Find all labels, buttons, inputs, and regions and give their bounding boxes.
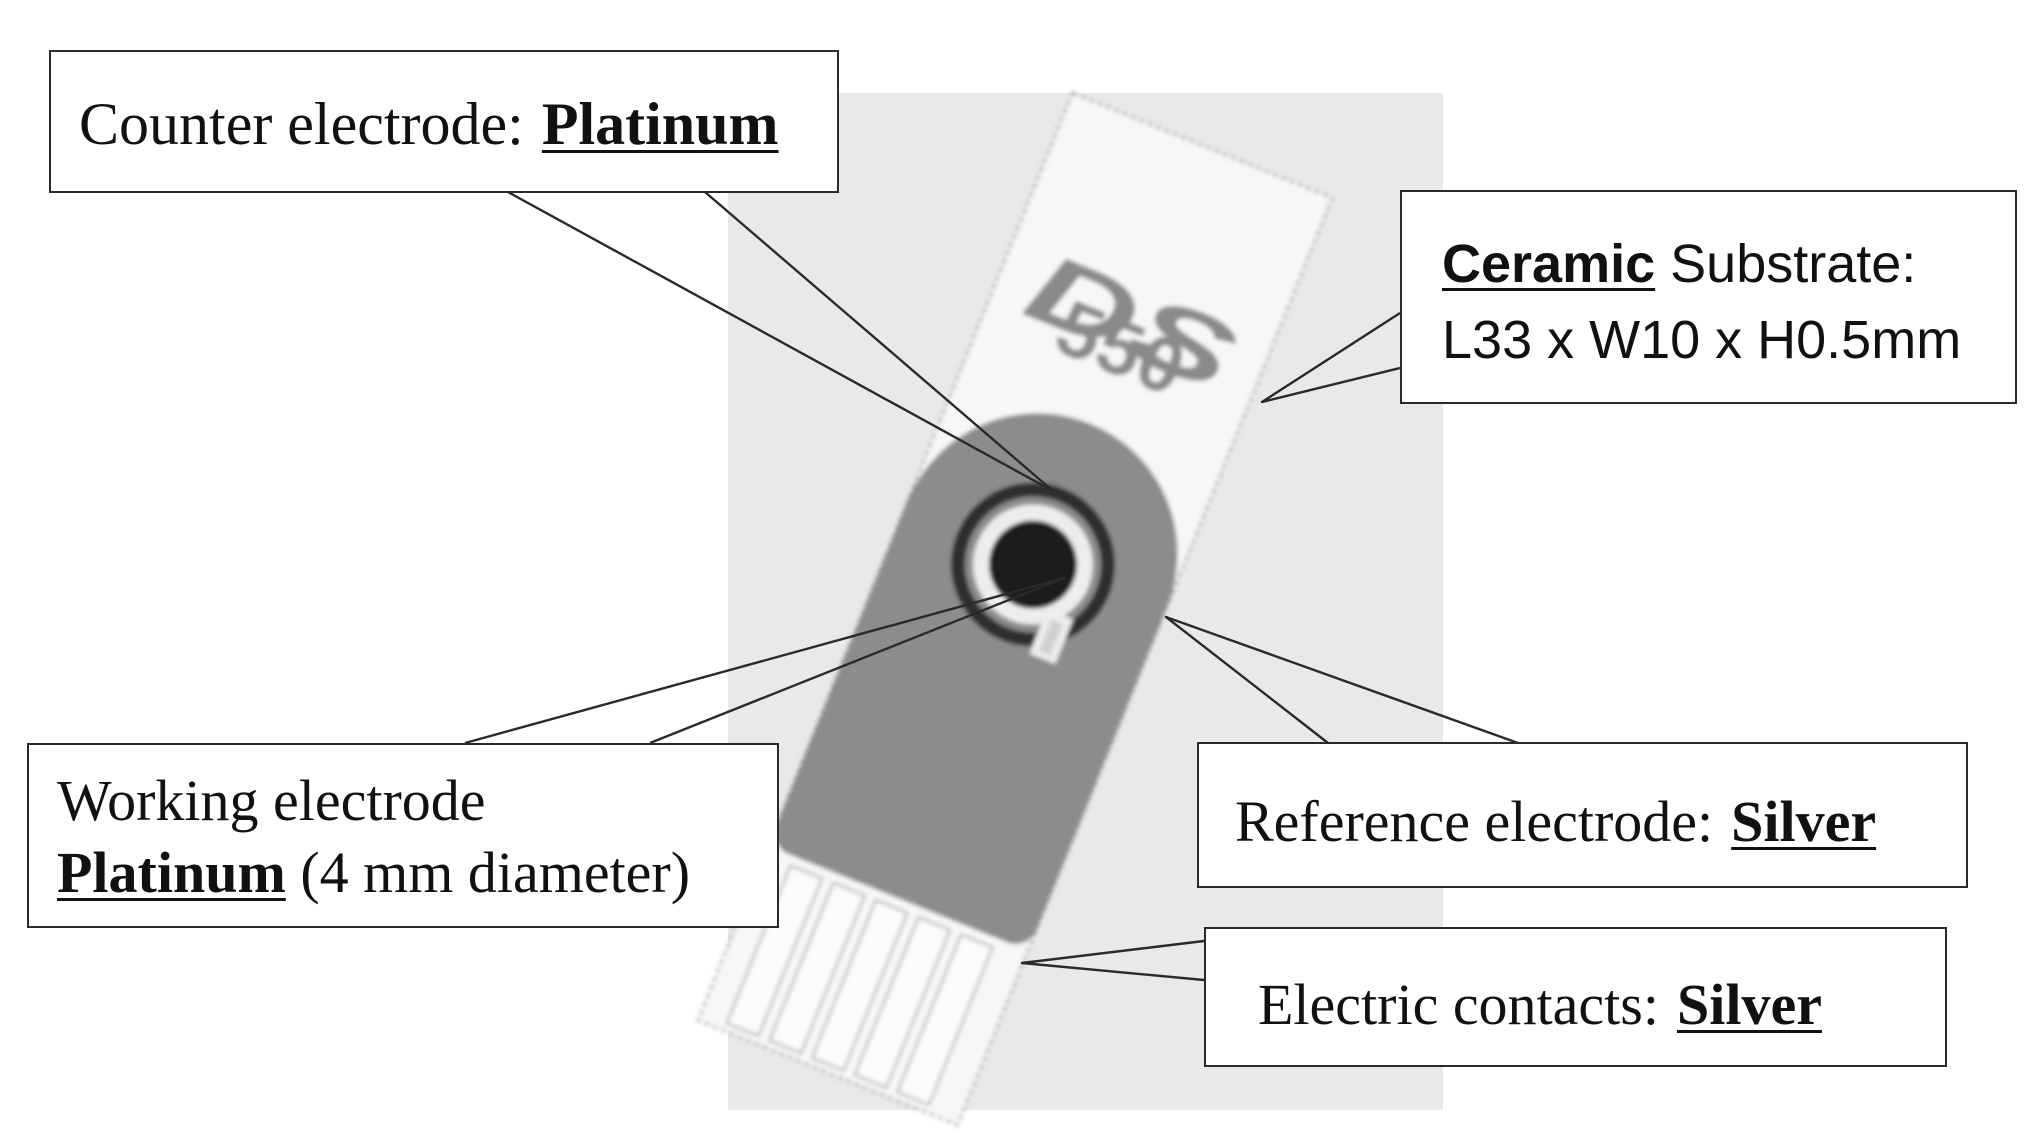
electric-contacts-material: Silver xyxy=(1676,972,1822,1037)
counter-electrode-label: Counter electrode: xyxy=(79,91,524,157)
working-electrode-callout: Working electrode Platinum (4 mm diamete… xyxy=(27,743,779,928)
electric-contacts-label: Electric contacts: xyxy=(1258,972,1659,1037)
reference-electrode-material: Silver xyxy=(1731,789,1877,854)
counter-electrode-callout: Counter electrode: Platinum xyxy=(49,50,839,193)
working-electrode-material: Platinum xyxy=(57,840,286,905)
electric-contacts xyxy=(725,864,994,1107)
ceramic-material: Ceramic xyxy=(1442,234,1656,294)
ceramic-leader xyxy=(1260,311,1401,404)
working-electrode-label: Working electrode xyxy=(57,768,486,833)
working-electrode-detail: (4 mm diameter) xyxy=(300,840,691,905)
ceramic-dimensions: L33 x W10 x H0.5mm xyxy=(1442,310,1962,370)
reference-leader xyxy=(1164,615,1519,745)
reference-tab-inner xyxy=(1038,619,1063,656)
counter-electrode-material: Platinum xyxy=(541,91,779,157)
ceramic-substrate-callout: Ceramic Substrate: L33 x W10 x H0.5mm xyxy=(1400,190,2017,404)
working-electrode-disc xyxy=(988,520,1077,609)
contact-strip xyxy=(810,898,909,1072)
counter-leader xyxy=(507,190,1055,493)
reference-electrode-callout: Reference electrode: Silver xyxy=(1197,742,1968,888)
contact-strip xyxy=(768,881,867,1055)
sensor-chip: DS 550 xyxy=(696,91,1334,1127)
electric-contacts-callout: Electric contacts: Silver xyxy=(1204,927,1947,1067)
contacts-leader xyxy=(1020,939,1205,982)
working-electrode-line: Platinum (4 mm diameter) xyxy=(57,837,777,909)
leader-lines xyxy=(464,190,1519,982)
working-leader xyxy=(464,576,1066,745)
ceramic-substrate-label: Substrate: xyxy=(1670,234,1917,294)
contact-strip xyxy=(725,864,824,1038)
contact-strip xyxy=(896,933,994,1107)
ceramic-substrate-line: Ceramic Substrate: xyxy=(1442,226,2015,302)
reference-electrode-label: Reference electrode: xyxy=(1235,789,1714,854)
contact-strip xyxy=(853,915,952,1089)
